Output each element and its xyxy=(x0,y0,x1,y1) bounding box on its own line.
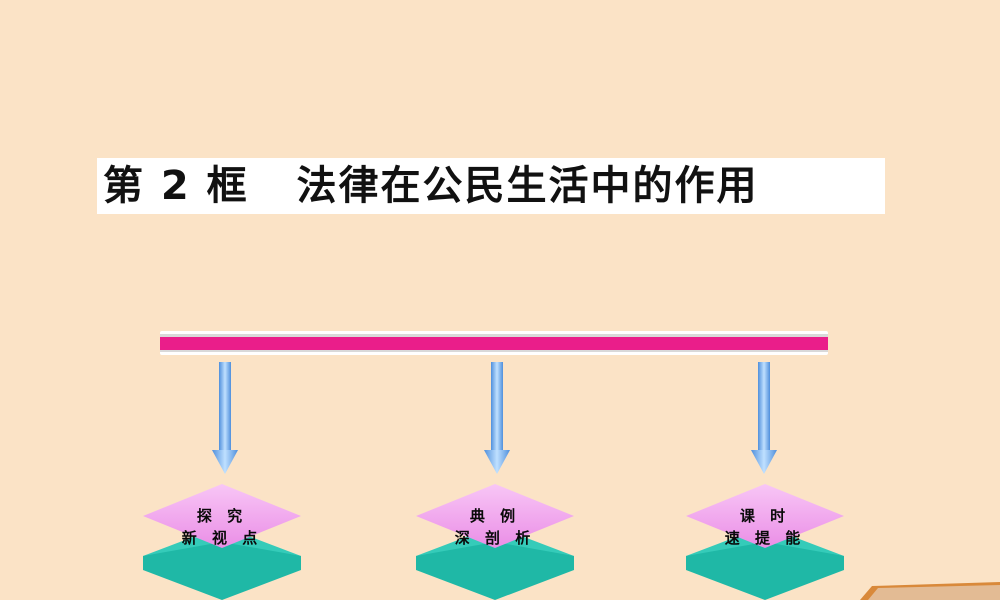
node-line-2: 新 视 点 xyxy=(181,529,263,547)
title-background xyxy=(97,158,885,214)
arrow-down-icon xyxy=(751,362,777,474)
node-line-2: 深 剖 析 xyxy=(454,529,536,547)
node-line-1: 探 究 xyxy=(196,507,248,525)
layered-diamond-icon xyxy=(686,484,844,600)
node-line-1: 课 时 xyxy=(739,507,791,525)
layered-diamond-icon xyxy=(143,484,301,600)
slide-title: 第 2 框 法律在公民生活中的作用 xyxy=(103,163,759,209)
layered-diamond-icon xyxy=(416,484,574,600)
corner-decoration xyxy=(860,582,1000,600)
arrow-down-icon xyxy=(212,362,238,474)
horizontal-connector-bar xyxy=(160,331,828,355)
node-line-2: 速 提 能 xyxy=(724,529,806,547)
arrow-down-icon xyxy=(484,362,510,474)
node-line-1: 典 例 xyxy=(469,507,521,525)
